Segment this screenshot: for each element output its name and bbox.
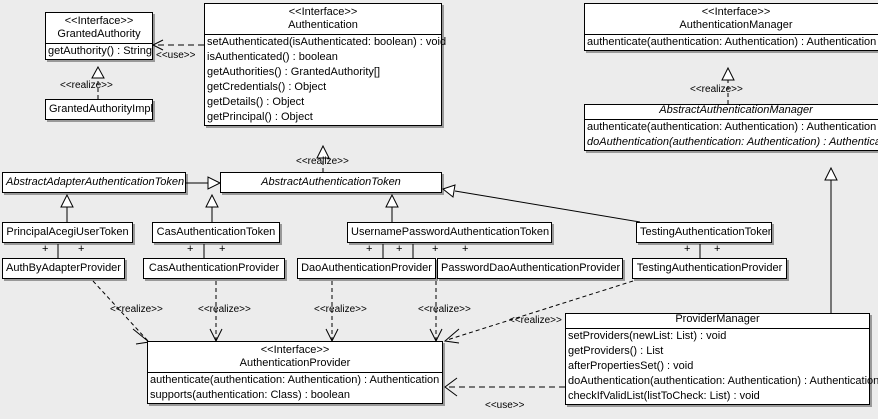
multiplicity-marker: +: [42, 243, 49, 255]
operations-compartment: authenticate(authentication: Authenticat…: [585, 35, 878, 50]
class-name-label: PasswordDaoAuthenticationProvider: [441, 262, 621, 274]
multiplicity-marker: +: [714, 243, 721, 255]
class-name-label: AuthByAdapterProvider: [6, 262, 121, 274]
multiplicity-marker: +: [78, 243, 85, 255]
class-name-label: UsernamePasswordAuthenticationToken: [351, 226, 550, 238]
class-box-authentication[interactable]: <<Interface>> Authentication setAuthenti…: [204, 3, 447, 126]
class-box-testing-authentication-provider[interactable]: TestingAuthenticationProvider: [632, 258, 787, 279]
class-box-authentication-provider[interactable]: <<Interface>> AuthenticationProvider aut…: [147, 341, 443, 404]
operation-row: isAuthenticated() : boolean: [207, 51, 338, 63]
operation-row: checkIfValidList(listToCheck: List) : vo…: [568, 390, 760, 402]
operation-row: getCredentials() : Object: [207, 81, 327, 93]
compartment-divider: [205, 34, 441, 35]
relationship-label-realize-abstract-manager: <<realize>>: [690, 84, 743, 95]
class-box-username-password-authentication-token[interactable]: UsernamePasswordAuthenticationToken: [347, 222, 552, 243]
relationship-label-realize-cas-provider: <<realize>>: [198, 304, 251, 315]
class-box-testing-authentication-token[interactable]: TestingAuthenticationToken: [636, 222, 772, 243]
operation-row: doAuthentication(authentication: Authent…: [568, 375, 878, 387]
class-box-dao-authentication-provider[interactable]: DaoAuthenticationProvider: [297, 258, 436, 279]
operation-row: authenticate(authentication: Authenticat…: [587, 121, 877, 133]
multiplicity-marker: +: [462, 243, 469, 255]
class-name-label: AuthenticationManager: [679, 19, 793, 31]
relationship-label-realize-auth-by-adapter: <<realize>>: [110, 304, 163, 315]
multiplicity-marker: +: [396, 243, 403, 255]
class-box-cas-authentication-token[interactable]: CasAuthenticationToken: [152, 222, 280, 243]
operation-row: getDetails() : Object: [207, 96, 305, 108]
class-name-label: DaoAuthenticationProvider: [301, 262, 432, 274]
class-box-password-dao-authentication-provider[interactable]: PasswordDaoAuthenticationProvider: [437, 258, 623, 279]
class-name-label: ProviderManager: [675, 313, 760, 325]
class-name-label: CasAuthenticationToken: [156, 226, 276, 238]
operation-row: authenticate(authentication: Authenticat…: [150, 374, 440, 386]
multiplicity-marker: +: [684, 243, 691, 255]
class-box-cas-authentication-provider[interactable]: CasAuthenticationProvider: [143, 258, 285, 279]
class-box-abstract-authentication-token[interactable]: AbstractAuthenticationToken: [220, 172, 442, 193]
operation-row: afterPropertiesSet() : void: [568, 360, 694, 372]
class-name-label: CasAuthenticationProvider: [148, 262, 280, 274]
operation-row: getAuthorities() : GrantedAuthority[]: [207, 66, 381, 78]
relationship-label-realize-abstract-token: <<realize>>: [296, 156, 349, 167]
operations-compartment: setAuthenticated(isAuthenticated: boolea…: [205, 35, 447, 125]
compartment-divider: [148, 372, 442, 373]
relationship-label-realize-granted-authority-impl: <<realize>>: [60, 80, 113, 91]
stereotype-label: <<Interface>>: [288, 6, 358, 18]
multiplicity-marker: +: [432, 243, 439, 255]
operations-compartment: authenticate(authentication: Authenticat…: [148, 373, 442, 403]
operation-row: setAuthenticated(isAuthenticated: boolea…: [207, 36, 447, 48]
class-name-label: GrantedAuthority: [57, 28, 141, 40]
operation-row: getAuthority() : String: [48, 45, 152, 57]
class-box-abstract-adapter-authentication-token[interactable]: AbstractAdapterAuthenticationToken: [2, 172, 186, 193]
class-box-auth-by-adapter-provider[interactable]: AuthByAdapterProvider: [2, 258, 125, 279]
class-name-label: PrincipalAcegiUserToken: [6, 226, 129, 238]
class-name-label: AuthenticationProvider: [239, 357, 351, 369]
class-name-label: TestingAuthenticationProvider: [636, 262, 783, 274]
operation-row: authenticate(authentication: Authenticat…: [587, 36, 877, 48]
stereotype-label: <<Interface>>: [260, 344, 330, 356]
relationship-label-realize-testing-provider: <<realize>>: [509, 315, 562, 326]
relationship-label-realize-dao-provider: <<realize>>: [314, 304, 367, 315]
class-box-granted-authority-impl[interactable]: GrantedAuthorityImpl: [45, 99, 153, 120]
relationship-label-use-granted-authority: <<use>>: [156, 50, 196, 61]
operations-compartment: setProviders(newList: List) : void getPr…: [566, 329, 878, 404]
operations-compartment: getAuthority() : String: [46, 44, 152, 59]
operation-row: setProviders(newList: List) : void: [568, 330, 727, 342]
class-box-abstract-authentication-manager[interactable]: AbstractAuthenticationManager authentica…: [584, 104, 878, 151]
multiplicity-marker: +: [366, 243, 373, 255]
class-name-label: GrantedAuthorityImpl: [49, 103, 152, 115]
class-name-label: Authentication: [288, 19, 358, 31]
compartment-divider: [585, 119, 878, 120]
stereotype-label: <<Interface>>: [701, 6, 771, 18]
operation-row: getProviders() : List: [568, 345, 664, 357]
class-name-label: AbstractAdapterAuthenticationToken: [6, 176, 185, 188]
stereotype-label: <<Interface>>: [64, 15, 134, 27]
class-name-label: TestingAuthenticationToken: [640, 226, 771, 238]
compartment-divider: [585, 34, 878, 35]
operation-row: getPrincipal() : Object: [207, 111, 313, 123]
operation-row: doAuthentication(authentication: Authent…: [587, 136, 878, 148]
class-name-label: AbstractAuthenticationToken: [261, 176, 401, 188]
class-box-principal-acegi-user-token[interactable]: PrincipalAcegiUserToken: [2, 222, 133, 243]
operation-row: supports(authentication: Class) : boolea…: [150, 389, 350, 401]
class-box-granted-authority[interactable]: <<Interface>> GrantedAuthority getAuthor…: [45, 12, 153, 60]
multiplicity-marker: +: [219, 243, 226, 255]
class-box-provider-manager[interactable]: ProviderManager setProviders(newList: Li…: [565, 313, 878, 405]
compartment-divider: [566, 328, 869, 329]
class-box-authentication-manager[interactable]: <<Interface>> AuthenticationManager auth…: [584, 3, 878, 51]
relationship-label-use-provider-manager: <<use>>: [485, 400, 525, 411]
operations-compartment: authenticate(authentication: Authenticat…: [585, 120, 878, 150]
compartment-divider: [46, 43, 152, 44]
relationship-label-realize-password-dao-provider: <<realize>>: [418, 304, 471, 315]
class-name-label: AbstractAuthenticationManager: [659, 104, 813, 116]
multiplicity-marker: +: [187, 243, 194, 255]
